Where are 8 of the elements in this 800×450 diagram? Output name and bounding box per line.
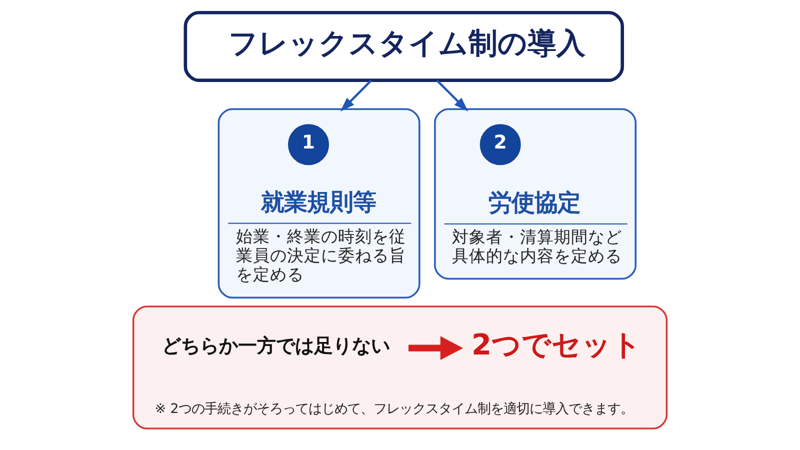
node-text: 2つでセット	[472, 328, 642, 362]
arrow	[408, 336, 464, 360]
node-circle: 1	[288, 124, 330, 166]
arrow	[436, 80, 468, 112]
arrow	[340, 80, 372, 112]
node-circle: 2	[480, 124, 521, 166]
node-text: どちらか一方では足りない	[162, 336, 390, 358]
node-box: フレックスタイム制の導入	[184, 10, 624, 82]
